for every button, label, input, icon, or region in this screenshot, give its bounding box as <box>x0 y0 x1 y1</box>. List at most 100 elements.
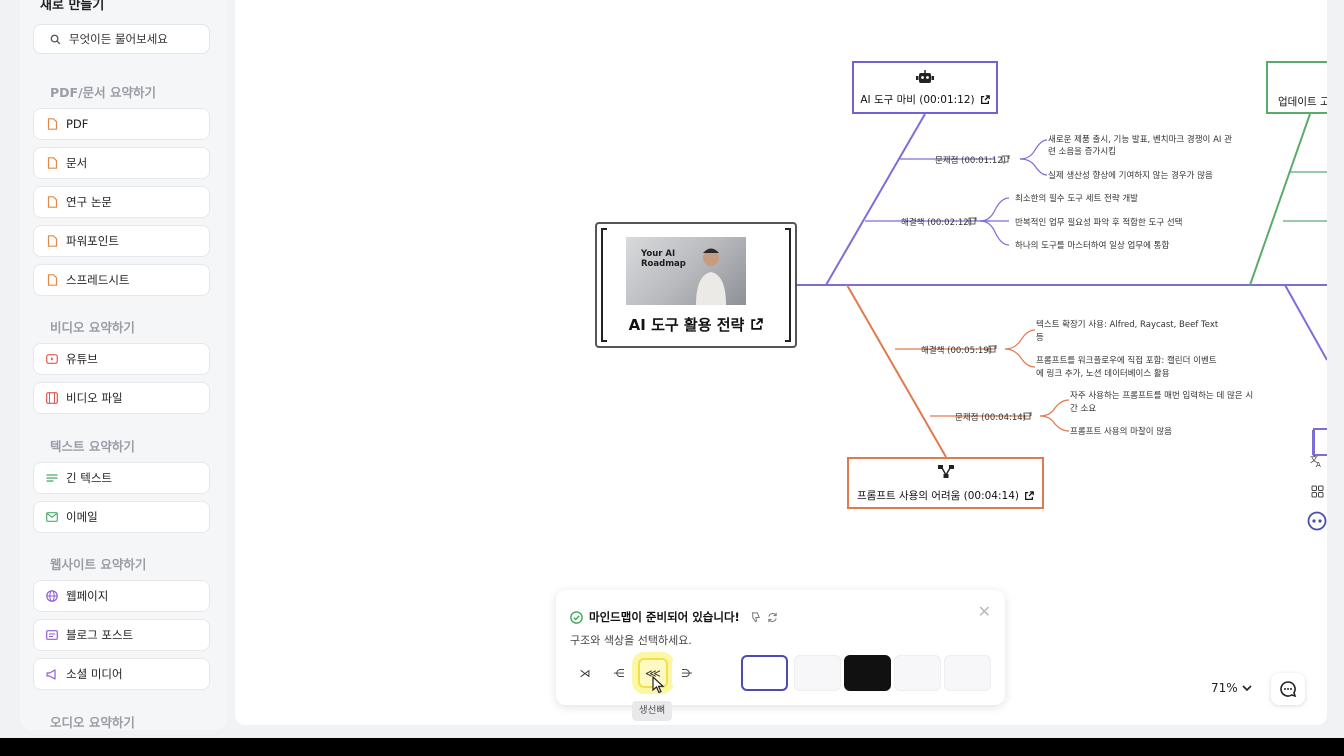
branch-label-problem1[interactable]: 문제점 (00:01:12) <box>935 155 1006 166</box>
sidebar-item-label: PDF <box>66 117 89 131</box>
layout-tooltip: 생선뼈 <box>632 701 672 721</box>
section-audio: 오디오 요약하기 <box>50 715 135 730</box>
external-link-icon[interactable] <box>968 155 1032 420</box>
branch-label-solution2[interactable]: 해결책 (00:05:19) <box>921 345 992 356</box>
sidebar-item-label: 긴 텍스트 <box>66 471 112 485</box>
thumbnail-text: Your AI Roadmap <box>641 249 686 269</box>
grid-apps-icon[interactable] <box>1305 476 1329 506</box>
sidebar-item-label: 이메일 <box>66 510 98 524</box>
leaf-text: 최소한의 필수 도구 세트 전략 개발 <box>1015 193 1138 204</box>
pdf-file-icon <box>46 118 58 130</box>
node-label-text: 프롬프트 사용의 어려움 (00:04:14) <box>857 490 1019 502</box>
section-pdf-docs: PDF/문서 요약하기 <box>50 85 156 100</box>
sidebar-item-blog-post[interactable]: 블로그 포스트 <box>33 619 210 651</box>
leaf-text: 에 링크 추가, 노션 데이터베이스 활용 <box>1036 368 1170 379</box>
panel-title-text: 마인드맵이 준비되어 있습니다! <box>589 610 740 624</box>
sidebar-item-label: 스프레드시트 <box>66 273 130 287</box>
sidebar-item-research-paper[interactable]: 연구 논문 <box>33 186 210 218</box>
color-style-option[interactable] <box>741 655 788 691</box>
branch-label-problem2[interactable]: 문제점 (00:04:14) <box>955 412 1026 423</box>
video-thumbnail[interactable]: Your AI Roadmap <box>626 237 746 305</box>
sidebar-item-spreadsheet[interactable]: 스프레드시트 <box>33 264 210 296</box>
central-node-title: AI 도구 활용 전략 <box>597 314 795 335</box>
robot-icon <box>916 70 934 83</box>
section-video: 비디오 요약하기 <box>50 320 135 335</box>
sidebar-item-long-text[interactable]: 긴 텍스트 <box>33 462 210 494</box>
sidebar-item-label: 비디오 파일 <box>66 391 123 405</box>
panel-subtitle: 구조와 색상을 선택하세요. <box>570 634 692 647</box>
sidebar-item-email[interactable]: 이메일 <box>33 501 210 533</box>
layout-button-mirror[interactable]: ⋊ <box>570 658 600 688</box>
mail-icon <box>46 511 58 523</box>
branch-label-solution1[interactable]: 해결책 (00:02:12) <box>901 217 972 228</box>
app-window: 새로 만들기 무엇이든 물어보세요 PDF/문서 요약하기 PDF 문서 연구 … <box>0 0 1344 738</box>
leaf-text: 실제 생산성 향상에 기여하지 않는 경우가 많음 <box>1048 170 1213 181</box>
external-link-icon[interactable] <box>980 94 990 105</box>
color-style-option[interactable] <box>944 655 991 691</box>
layout-button-right[interactable]: ⋺ <box>672 658 702 688</box>
chat-button[interactable] <box>1271 673 1305 705</box>
mouse-cursor-icon <box>652 676 665 694</box>
zoom-control[interactable]: 71% <box>1211 681 1252 695</box>
sidebar-item-label: 연구 논문 <box>66 195 112 209</box>
sidebar-item-social-media[interactable]: 소셜 미디어 <box>33 658 210 690</box>
leaf-text: 련 소음을 증가시킴 <box>1048 146 1116 157</box>
node-label-text: AI 도구 마비 (00:01:12) <box>860 94 975 106</box>
search-placeholder: 무엇이든 물어보세요 <box>69 32 168 46</box>
node-prompt-difficulty[interactable]: 프롬프트 사용의 어려움 (00:04:14) <box>847 457 1044 509</box>
node-label: 프롬프트 사용의 어려움 (00:04:14) <box>849 488 1042 503</box>
leaf-text: 텍스트 확장기 사용: Alfred, Raycast, Beef Text <box>1036 319 1219 330</box>
sidebar-item-webpage[interactable]: 웹페이지 <box>33 580 210 612</box>
sidebar-item-video-file[interactable]: 비디오 파일 <box>33 382 210 414</box>
close-icon[interactable]: ✕ <box>977 602 991 621</box>
central-node[interactable]: Your AI Roadmap AI 도구 활용 전략 <box>595 222 797 348</box>
external-link-icon[interactable] <box>1024 490 1034 501</box>
section-text: 텍스트 요약하기 <box>50 439 135 454</box>
globe-icon <box>46 590 58 602</box>
layout-button-left[interactable]: ⋲ <box>604 658 634 688</box>
sidebar-item-document[interactable]: 문서 <box>33 147 210 179</box>
leaf-text: 간 소요 <box>1070 403 1096 414</box>
node-label: AI 도구 마비 (00:01:12) <box>854 92 996 107</box>
external-link-icon[interactable] <box>750 318 764 331</box>
sidebar-item-powerpoint[interactable]: 파워포인트 <box>33 225 210 257</box>
node-ai-tool-paralysis[interactable]: AI 도구 마비 (00:01:12) <box>852 61 998 114</box>
color-style-option[interactable] <box>844 655 891 691</box>
leaf-text: 하나의 도구를 마스터하여 일상 업무에 통합 <box>1015 240 1169 251</box>
refresh-icon[interactable] <box>767 612 778 623</box>
panel-title: 마인드맵이 준비되어 있습니다! <box>570 609 778 625</box>
node-update[interactable]: 업데이트 고 <box>1266 61 1327 114</box>
check-circle-icon <box>570 610 583 624</box>
chat-bubble-icon <box>1280 681 1297 698</box>
megaphone-icon <box>46 668 58 680</box>
leaf-text: 자주 사용하는 프롬프트를 매번 입력하는 데 많은 시 <box>1070 390 1253 401</box>
sidebar-title: 새로 만들기 <box>40 0 105 13</box>
leaf-text: 새로운 제품 출시, 기능 발표, 벤치마크 경쟁이 AI 관 <box>1048 134 1232 145</box>
mindmap-lines: 문제점 (00:01:12) 해결책 (00:02:12) 해결책 (00:05… <box>797 113 1327 458</box>
search-input[interactable]: 무엇이든 물어보세요 <box>33 24 210 54</box>
node-partial[interactable] <box>1313 428 1327 456</box>
color-style-option[interactable] <box>794 655 841 691</box>
color-style-option[interactable] <box>894 655 941 691</box>
sidebar-item-youtube[interactable]: 유튜브 <box>33 343 210 375</box>
svg-text:文: 文 <box>1310 454 1318 464</box>
leaf-text: 등 <box>1036 333 1044 343</box>
search-icon <box>50 34 61 44</box>
thumbs-down-icon[interactable] <box>750 611 761 623</box>
bracket-decoration <box>785 228 791 342</box>
svg-text:A: A <box>1316 461 1321 468</box>
youtube-icon <box>46 353 58 365</box>
leaf-text: 프롬프트 사용의 마찰이 많음 <box>1070 426 1172 437</box>
text-lines-icon <box>46 472 58 484</box>
sidebar-item-pdf[interactable]: PDF <box>33 108 210 140</box>
mindmap-ready-panel: 마인드맵이 준비되어 있습니다! 구조와 색상을 선택하세요. ✕ ⋊ ⋲ ⋘ … <box>556 590 1005 705</box>
assistant-bot-icon[interactable] <box>1305 506 1329 536</box>
paper-file-icon <box>46 196 58 208</box>
mindmap-canvas[interactable]: 문제점 (00:01:12) 해결책 (00:02:12) 해결책 (00:05… <box>235 0 1327 725</box>
spreadsheet-file-icon <box>46 274 58 286</box>
sidebar-item-label: 블로그 포스트 <box>66 628 134 642</box>
node-label-text: 업데이트 고 <box>1278 96 1327 108</box>
leaf-text: 반복적인 업무 필요성 파악 후 적합한 도구 선택 <box>1015 217 1183 228</box>
